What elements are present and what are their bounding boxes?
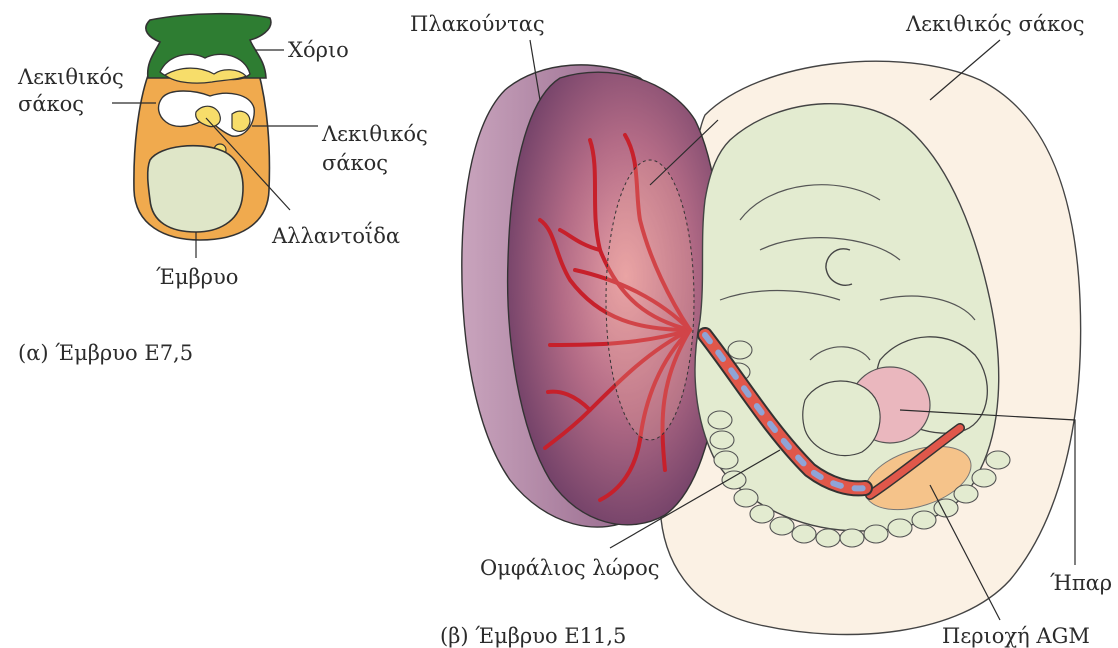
label-allantois: Αλλαντοΐδα — [271, 222, 400, 248]
panel-b-heart-bulge — [803, 381, 880, 456]
panel-a-embryo-e7-5: Χόριο Λεκιθικός σάκος Λεκιθικός σάκος Αλ… — [17, 14, 428, 365]
caption-panel-b: (β) Έμβρυο E11,5 — [440, 624, 626, 648]
label-umbilical-cord: Ομφάλιος λώρος — [480, 556, 660, 580]
label-chorion: Χόριο — [288, 38, 349, 62]
label-yolk-sac: Λεκιθικός σάκος — [905, 12, 1085, 36]
panel-b-embryo-e11-5: Πλακούντας Λεκιθικός σάκος Ομφάλιος λώρο… — [410, 12, 1112, 648]
label-liver: Ήπαρ — [1050, 571, 1112, 595]
label-yolk-sac-right-2: σάκος — [322, 151, 388, 175]
label-yolk-sac-left-1: Λεκιθικός — [17, 65, 124, 89]
label-yolk-sac-left-2: σάκος — [18, 92, 84, 116]
panel-a-yellow-fold-right — [232, 111, 250, 131]
label-yolk-sac-right-1: Λεκιθικός — [321, 122, 428, 146]
label-placenta: Πλακούντας — [410, 12, 545, 36]
label-agm-region: Περιοχή AGM — [942, 624, 1090, 648]
panel-a-embryo-body — [148, 146, 243, 232]
panel-b-dashed-region — [606, 160, 694, 440]
label-embryo: Έμβρυο — [156, 265, 238, 289]
caption-panel-a: (α) Έμβρυο E7,5 — [18, 341, 193, 365]
